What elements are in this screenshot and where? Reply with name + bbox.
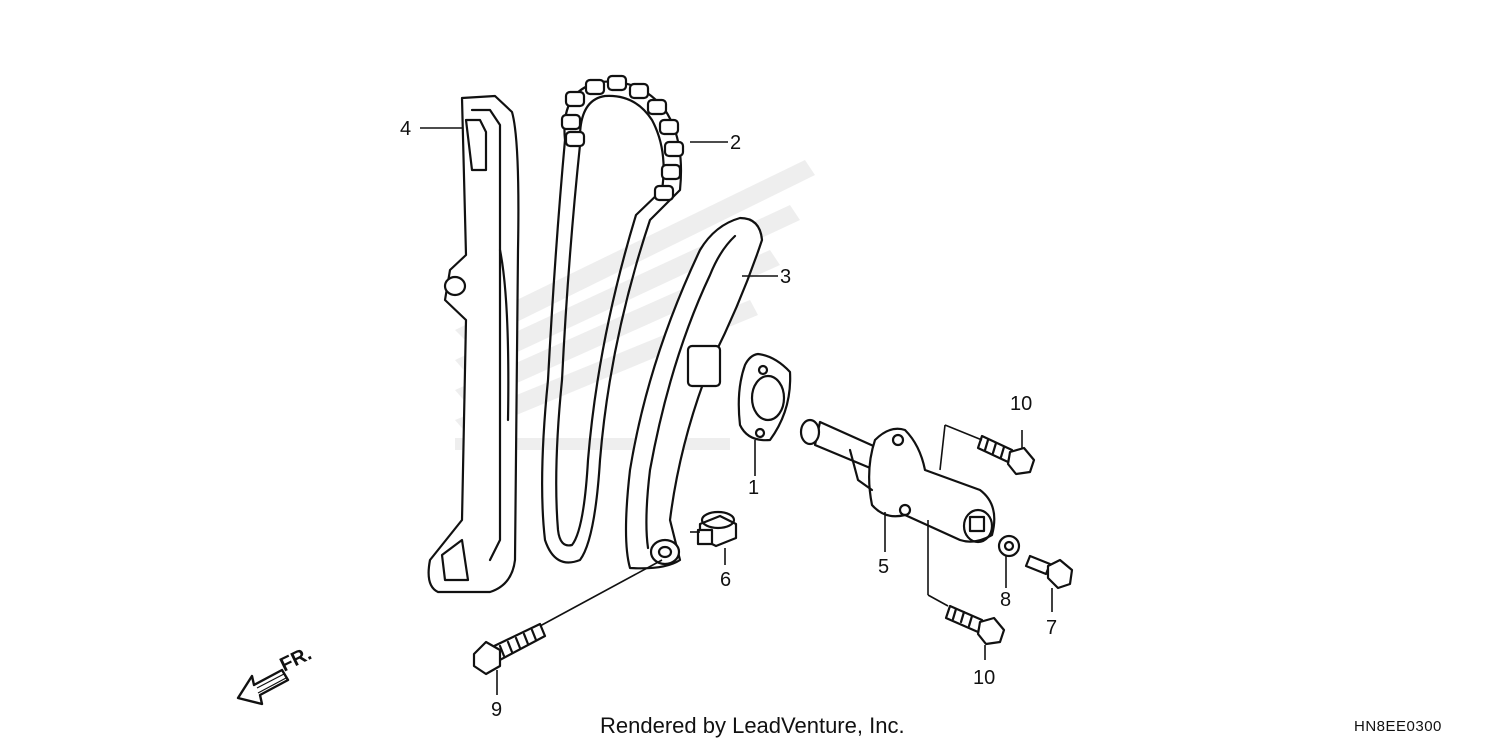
tensioner-lifter-part-5[interactable] <box>799 418 996 544</box>
callout-10-upper: 10 <box>1010 393 1032 415</box>
callout-6: 6 <box>720 569 731 591</box>
callouts: 1 2 3 4 5 6 7 8 9 10 10 <box>400 118 1057 721</box>
washer-part-8[interactable] <box>997 534 1021 558</box>
tensioner-arm-part-3[interactable] <box>624 216 764 570</box>
chain-guide-part-4[interactable] <box>427 94 520 594</box>
callout-4: 4 <box>400 118 411 140</box>
rendered-by-credit: Rendered by LeadVenture, Inc. <box>600 713 905 738</box>
diagram-code: HN8EE0300 <box>1354 718 1442 735</box>
callout-1: 1 <box>748 477 759 499</box>
bolt-part-10-upper[interactable] <box>976 434 1036 476</box>
front-direction-marker: FR. <box>236 643 315 706</box>
leader-lines <box>420 127 1053 695</box>
arrow-icon <box>236 668 290 706</box>
tensioner-gasket-part-1[interactable] <box>737 352 792 442</box>
sealing-bolt-part-7[interactable] <box>1024 554 1074 590</box>
callout-9: 9 <box>491 699 502 721</box>
cam-chain-part-2[interactable] <box>541 74 685 564</box>
chain-links <box>560 74 685 202</box>
callout-5: 5 <box>878 556 889 578</box>
bolt-part-9[interactable] <box>472 622 547 676</box>
callout-2: 2 <box>730 132 741 154</box>
callout-10-lower: 10 <box>973 667 995 689</box>
callout-8: 8 <box>1000 589 1011 611</box>
callout-3: 3 <box>780 266 791 288</box>
pivot-bolt-part-6[interactable] <box>696 510 738 548</box>
bolt-part-10-lower[interactable] <box>944 604 1006 646</box>
callout-7: 7 <box>1046 617 1057 639</box>
